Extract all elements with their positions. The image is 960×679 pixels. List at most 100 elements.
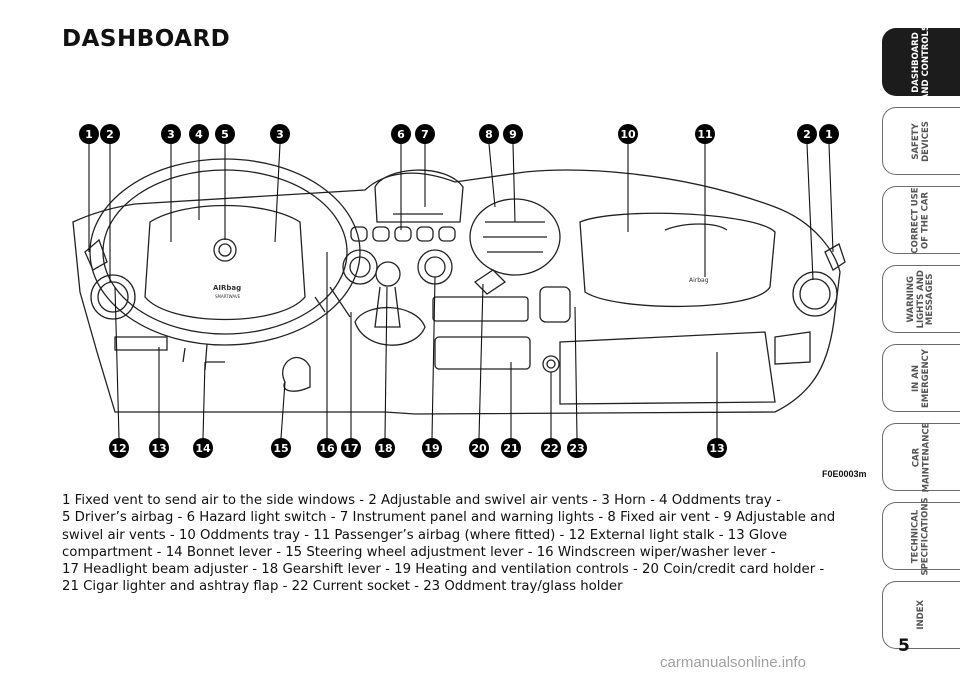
hazard-button: [350, 226, 368, 242]
callout-top-4: 4: [189, 124, 209, 144]
svg-text:1: 1: [85, 128, 93, 141]
svg-text:6: 6: [397, 128, 405, 141]
svg-text:2: 2: [803, 128, 811, 141]
tab-technical-specifications[interactable]: TECHNICAL SPECIFICATIONS: [882, 497, 960, 575]
svg-text:17: 17: [343, 442, 358, 455]
glass-holder: [539, 286, 571, 323]
svg-text:8: 8: [485, 128, 493, 141]
tab-car-maintenance[interactable]: CAR MAINTENANCE: [882, 422, 960, 492]
svg-text:1: 1: [825, 128, 833, 141]
tab-in-an-emergency[interactable]: IN AN EMERGENCY: [882, 344, 960, 412]
tab-safety-devices[interactable]: SAFETY DEVICES: [882, 107, 960, 175]
callout-bottom-14: 14: [193, 438, 213, 458]
tab-label: SAFETY DEVICES: [911, 120, 931, 162]
callout-top-2: 2: [100, 124, 120, 144]
svg-text:3: 3: [167, 128, 175, 141]
callout-bottom-18: 18: [375, 438, 395, 458]
passenger-tray: [579, 212, 776, 308]
callout-bottom-20: 20: [469, 438, 489, 458]
card-slots: [432, 296, 529, 322]
svg-text:13: 13: [151, 442, 166, 455]
callout-top-7: 7: [415, 124, 435, 144]
ashtray-flap: [434, 336, 531, 370]
glove-compartment: [559, 331, 776, 405]
bottom-callouts: 12 13 14 15 16 17 18 19 20 21 22 23 13: [109, 438, 727, 458]
heater-knob-left: [342, 249, 378, 285]
svg-text:13: 13: [709, 442, 724, 455]
callout-bottom-15: 15: [271, 438, 291, 458]
dash-airbag-label: Airbag: [689, 277, 709, 284]
wheel-airbag-sublabel: SMARTWAVE: [215, 294, 241, 299]
tab-warning-lights[interactable]: WARNING LIGHTS AND MESSAGES: [882, 265, 960, 333]
wheel-hub-badge: [213, 238, 237, 262]
caption-line: 1 Fixed vent to send air to the side win…: [62, 493, 781, 508]
dashboard-body: [72, 169, 841, 415]
svg-text:18: 18: [377, 442, 392, 455]
callout-bottom-19: 19: [422, 438, 442, 458]
caption-line: 5 Driver’s airbag - 6 Hazard light switc…: [62, 510, 836, 526]
callout-top-8: 8: [479, 124, 499, 144]
tab-label: INDEX: [915, 600, 926, 630]
callout-bottom-22: 22: [541, 438, 561, 458]
figure-caption: 1 Fixed vent to send air to the side win…: [62, 492, 862, 596]
svg-text:4: 4: [195, 128, 203, 141]
watermark: carmanualsonline.info: [660, 654, 806, 671]
tab-label: TECHNICAL SPECIFICATIONS: [911, 496, 931, 576]
right-side-vent: [792, 271, 838, 317]
svg-text:15: 15: [273, 442, 288, 455]
tab-label: CAR MAINTENANCE: [911, 422, 931, 492]
gearshift-knob: [375, 261, 401, 287]
svg-text:14: 14: [195, 442, 211, 455]
top-callouts: 1 2 3 4 5 3 6 7 8 9 10 11 2 1: [79, 124, 839, 144]
svg-text:7: 7: [421, 128, 429, 141]
current-socket: [542, 355, 560, 373]
tab-dashboard-and-controls[interactable]: DASHBOARD AND CONTROLS: [882, 24, 960, 100]
caption-line: 21 Cigar lighter and ashtray flap - 22 C…: [62, 579, 623, 595]
tab-label: CORRECT USE OF THE CAR: [911, 186, 931, 254]
centre-vent: [469, 198, 561, 276]
svg-text:12: 12: [111, 442, 126, 455]
svg-text:5: 5: [221, 128, 229, 141]
svg-text:21: 21: [503, 442, 518, 455]
caption-line: swivel air vents - 10 Oddments tray - 11…: [62, 527, 788, 543]
callout-top-9: 9: [503, 124, 523, 144]
callout-bottom-23: 23: [567, 438, 587, 458]
callout-bottom-13b: 13: [707, 438, 727, 458]
callout-top-2b: 2: [797, 124, 817, 144]
callout-top-11: 11: [695, 124, 715, 144]
callout-bottom-13: 13: [149, 438, 169, 458]
tab-index[interactable]: INDEX: [882, 581, 960, 649]
svg-text:10: 10: [620, 128, 636, 141]
callout-bottom-17: 17: [341, 438, 361, 458]
instrument-cluster: [374, 169, 464, 223]
callout-top-1: 1: [79, 124, 99, 144]
left-side-vent: [90, 274, 136, 320]
callout-bottom-12: 12: [109, 438, 129, 458]
callout-top-3b: 3: [270, 124, 290, 144]
callout-bottom-21: 21: [501, 438, 521, 458]
svg-text:23: 23: [569, 442, 584, 455]
callout-top-1b: 1: [819, 124, 839, 144]
page-title: DASHBOARD: [62, 26, 231, 52]
caption-line: compartment - 14 Bonnet lever - 15 Steer…: [62, 544, 776, 560]
dashboard-illustration: AIRbag SMARTWAVE Airbag: [55, 112, 865, 482]
svg-text:3: 3: [276, 128, 284, 141]
tab-label: WARNING LIGHTS AND MESSAGES: [906, 269, 936, 329]
svg-text:9: 9: [509, 128, 517, 141]
callout-bottom-16: 16: [317, 438, 337, 458]
tab-correct-use[interactable]: CORRECT USE OF THE CAR: [882, 186, 960, 254]
figure-code: F0E0003m: [822, 469, 867, 479]
page-number: 5: [898, 636, 910, 656]
tab-label: DASHBOARD AND CONTROLS: [911, 24, 931, 100]
svg-text:2: 2: [106, 128, 114, 141]
svg-text:19: 19: [424, 442, 439, 455]
svg-text:22: 22: [543, 442, 558, 455]
svg-text:16: 16: [319, 442, 335, 455]
svg-text:20: 20: [471, 442, 487, 455]
callout-top-5: 5: [215, 124, 235, 144]
svg-text:11: 11: [697, 128, 712, 141]
callout-top-10: 10: [618, 124, 638, 144]
tab-label: IN AN EMERGENCY: [910, 348, 931, 408]
caption-line: 17 Headlight beam adjuster - 18 Gearshif…: [62, 562, 825, 578]
callout-top-6: 6: [391, 124, 411, 144]
